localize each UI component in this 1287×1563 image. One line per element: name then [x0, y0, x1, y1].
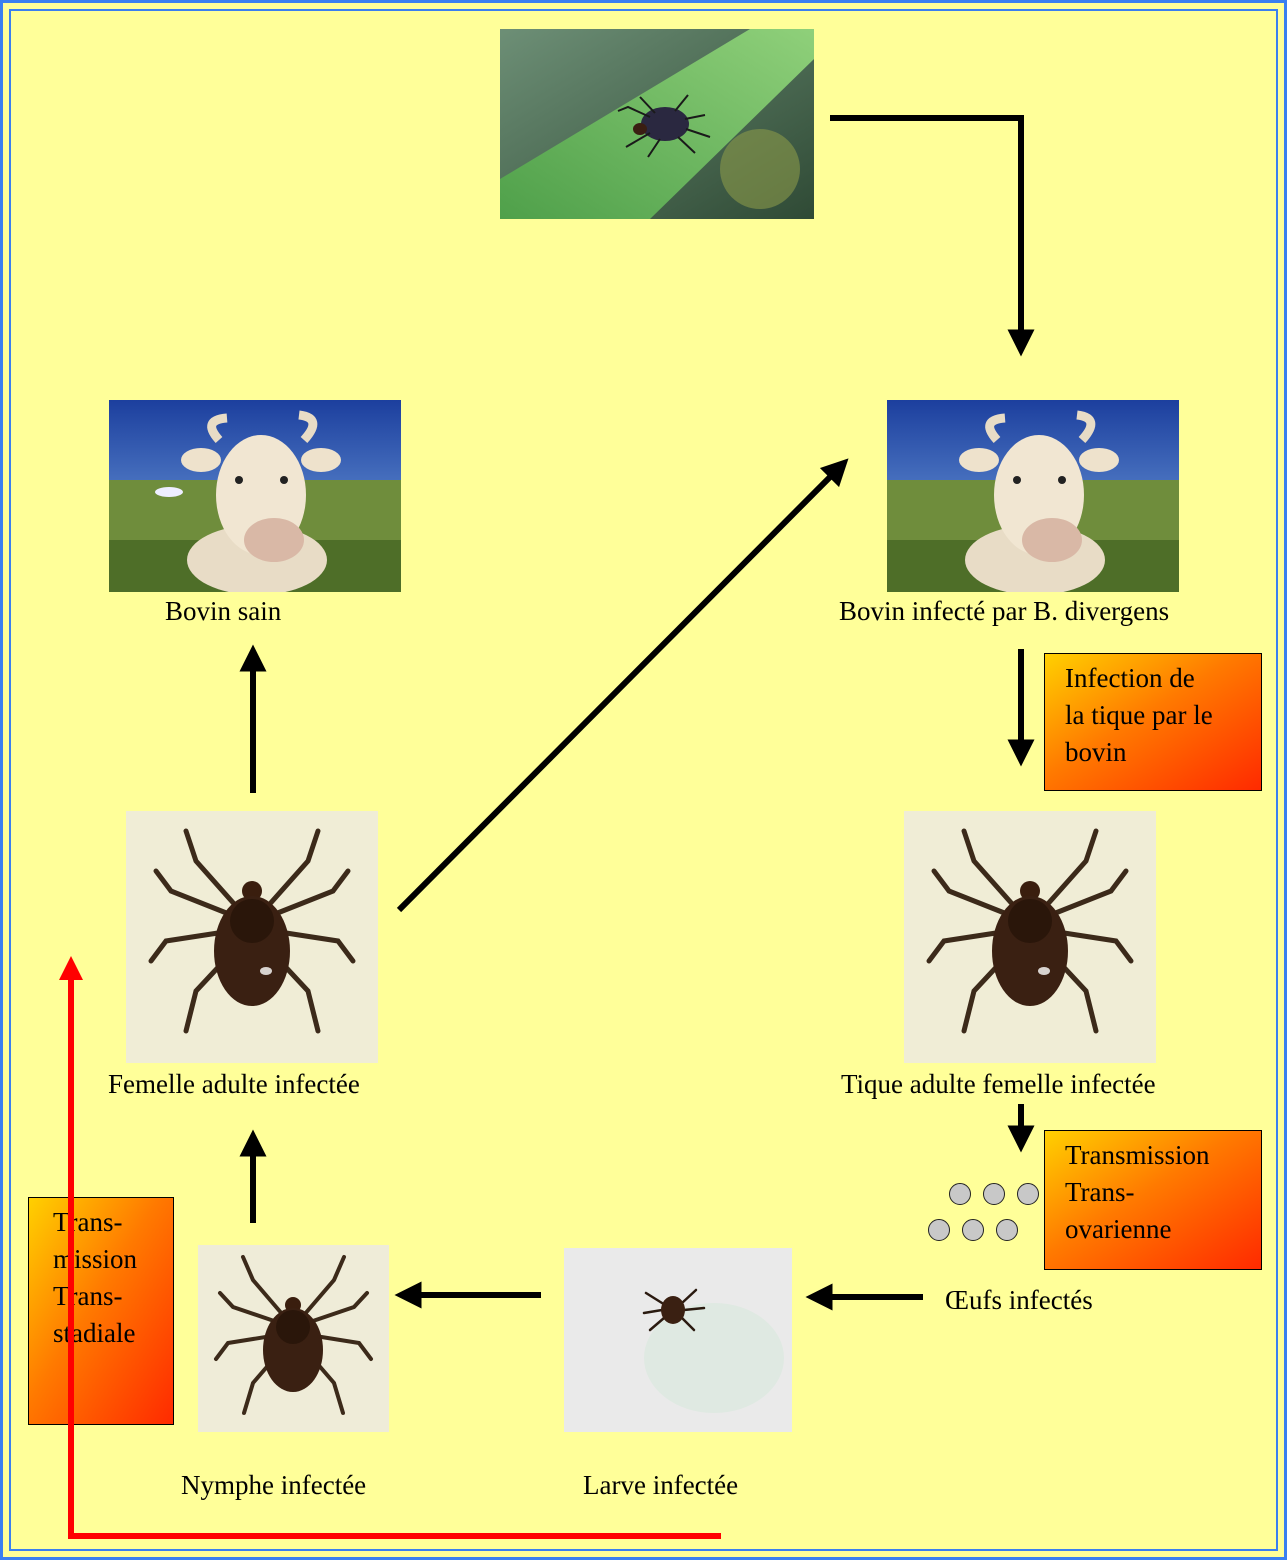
infected-bovine-photo: [887, 400, 1179, 592]
box-line: Trans-: [53, 1281, 123, 1311]
box-line: stadiale: [53, 1318, 136, 1348]
box-line: mission: [53, 1244, 138, 1274]
egg-icon: [996, 1219, 1018, 1241]
box-line: Trans-: [53, 1207, 123, 1237]
egg-icon: [962, 1219, 984, 1241]
nymph-tick-photo: [198, 1245, 389, 1432]
infected-female-tick-photo: [904, 811, 1156, 1063]
infected-eggs-label: Œufs infectés: [945, 1285, 1093, 1315]
adult-female-tick-photo: [126, 811, 378, 1063]
box-line: Infection de: [1065, 663, 1195, 693]
box-line: Transmission: [1065, 1140, 1210, 1170]
transstadial-transmission-box: Trans- mission Trans- stadiale: [28, 1197, 174, 1425]
egg-icon: [949, 1183, 971, 1205]
infected-larva-label: Larve infectée: [583, 1470, 739, 1500]
egg-icon: [928, 1219, 950, 1241]
egg-icon: [983, 1183, 1005, 1205]
infected-bovine-label: Bovin infecté par B. divergens: [839, 596, 1170, 626]
tick-infection-box: Infection de la tique par le bovin: [1044, 653, 1262, 791]
larva-tick-photo: [564, 1248, 792, 1432]
healthy-bovine-photo: [109, 400, 401, 592]
egg-icon: [1017, 1183, 1039, 1205]
infected-female-tick-label: Tique adulte femelle infectée: [841, 1069, 1156, 1099]
box-line: ovarienne: [1065, 1214, 1172, 1244]
box-line: Trans-: [1065, 1177, 1135, 1207]
healthy-bovine-label: Bovin sain: [165, 596, 282, 626]
tick-on-grass-photo: [500, 29, 814, 219]
box-line: bovin: [1065, 737, 1127, 767]
frame-inner-border: [9, 9, 1278, 1551]
transovarial-transmission-box: Transmission Trans- ovarienne: [1044, 1130, 1262, 1270]
box-line: la tique par le: [1065, 700, 1213, 730]
infected-nymph-label: Nymphe infectée: [181, 1470, 367, 1500]
infected-adult-female-label: Femelle adulte infectée: [108, 1069, 360, 1099]
